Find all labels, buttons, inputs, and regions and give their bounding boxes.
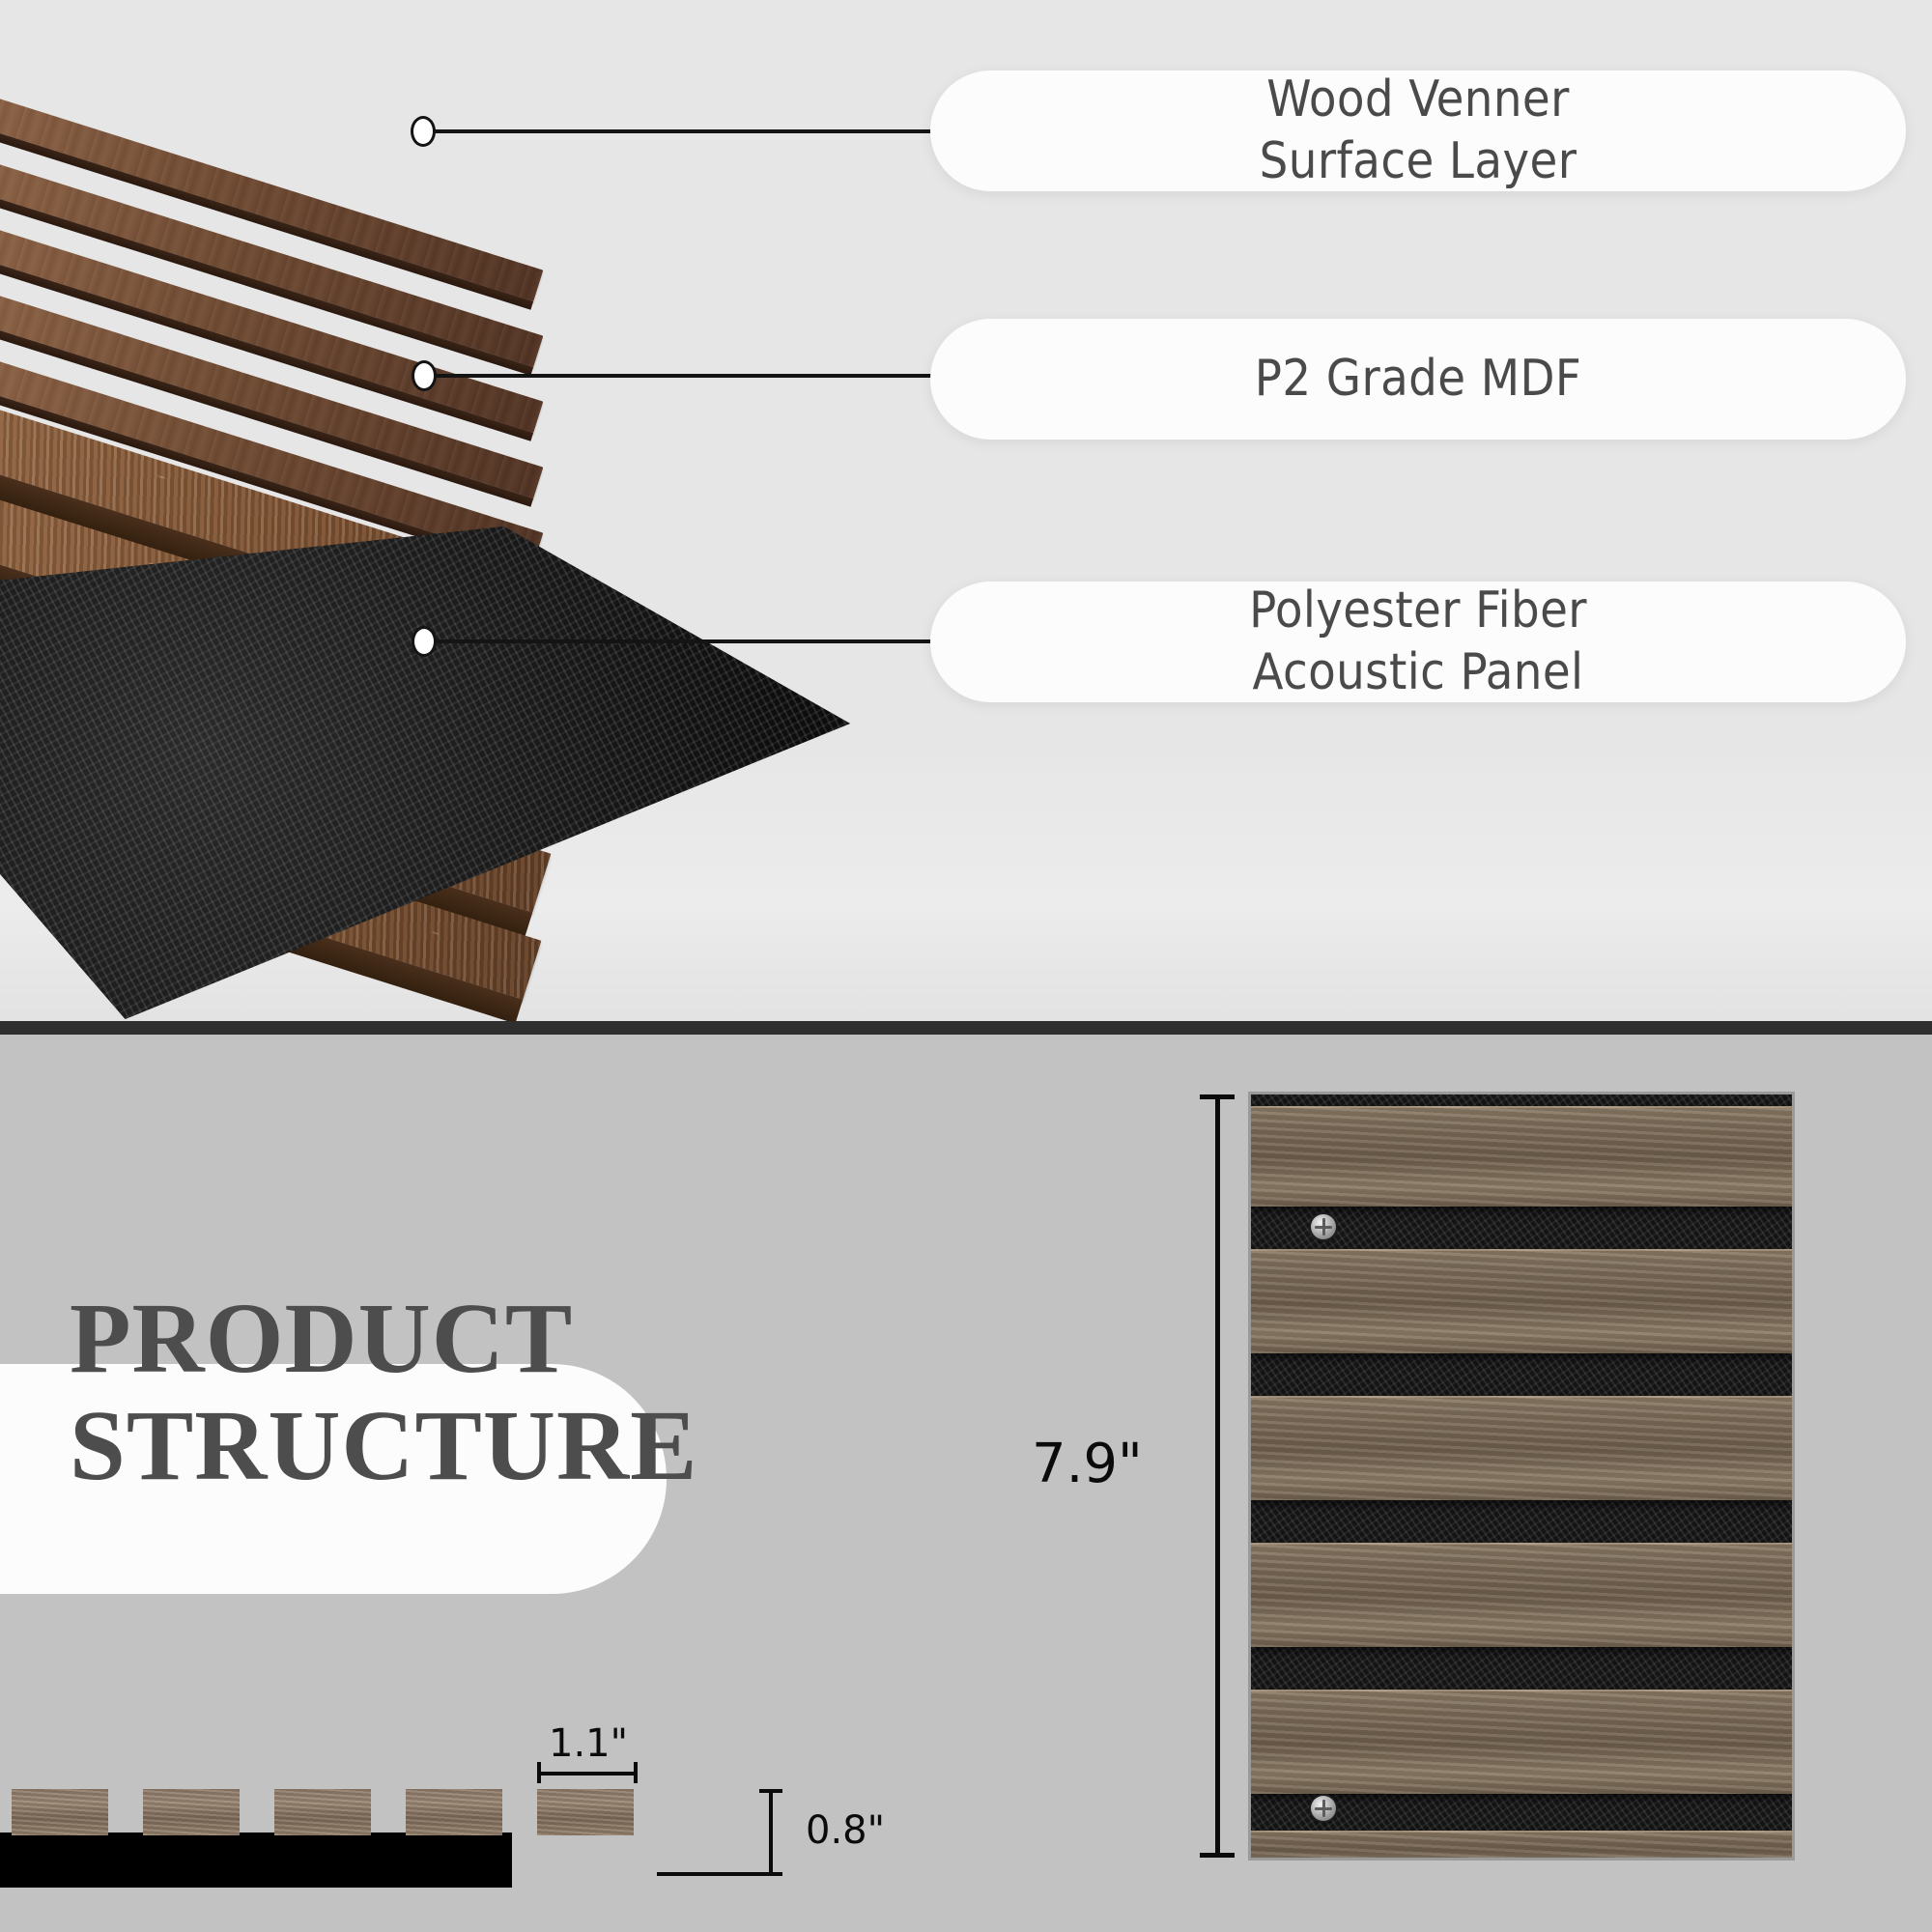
- callout-label-p2-mdf: P2 Grade MDF: [930, 319, 1906, 440]
- callout-line-1: P2 Grade MDF: [1254, 349, 1582, 408]
- callout-line-1: Wood Venner: [1266, 71, 1570, 129]
- acoustic-felt-surface: [0, 526, 850, 1019]
- page-title-line-1: PRODUCT: [70, 1283, 574, 1394]
- callout-line-2: Surface Layer: [1259, 131, 1577, 190]
- product-photo: [1251, 1094, 1792, 1858]
- acoustic-panel-layer: [0, 526, 850, 1019]
- cross-section-backing: [0, 1833, 512, 1888]
- callout-label-wood-venner: Wood Venner Surface Layer: [930, 71, 1906, 191]
- callout-line-1: Polyester Fiber: [1249, 582, 1587, 640]
- dimension-label-panel-width: 7.9": [1032, 1433, 1143, 1495]
- cross-section-slat: [12, 1789, 108, 1835]
- callout-leader-line: [433, 129, 974, 133]
- cross-section-slat: [143, 1789, 240, 1835]
- callout-leader-line: [434, 374, 975, 378]
- cross-section-slat: [274, 1789, 371, 1835]
- dimension-label-slat-width: 1.1": [549, 1721, 629, 1766]
- photo-slat: [1251, 1249, 1792, 1353]
- photo-slat: [1251, 1106, 1792, 1207]
- dimension-label-slat-depth: 0.8": [806, 1808, 886, 1853]
- photo-slat: [1251, 1690, 1792, 1794]
- screw-head-icon: [1311, 1214, 1336, 1239]
- screw-head-icon: [1311, 1796, 1336, 1821]
- cross-section-slat: [406, 1789, 502, 1835]
- photo-slat: [1251, 1831, 1792, 1858]
- section-divider: [0, 1021, 1932, 1035]
- photo-slat: [1251, 1543, 1792, 1647]
- callout-label-polyester-fiber: Polyester Fiber Acoustic Panel: [930, 582, 1906, 702]
- section-title-pill: [0, 1364, 667, 1594]
- callout-line-2: Acoustic Panel: [1252, 642, 1584, 701]
- photo-slat: [1251, 1396, 1792, 1500]
- cross-section-slat: [537, 1789, 634, 1835]
- page-title-line-2: STRUCTURE: [70, 1390, 698, 1502]
- callout-leader-line: [434, 639, 975, 643]
- page-title: PRODUCT STRUCTURE: [70, 1285, 939, 1500]
